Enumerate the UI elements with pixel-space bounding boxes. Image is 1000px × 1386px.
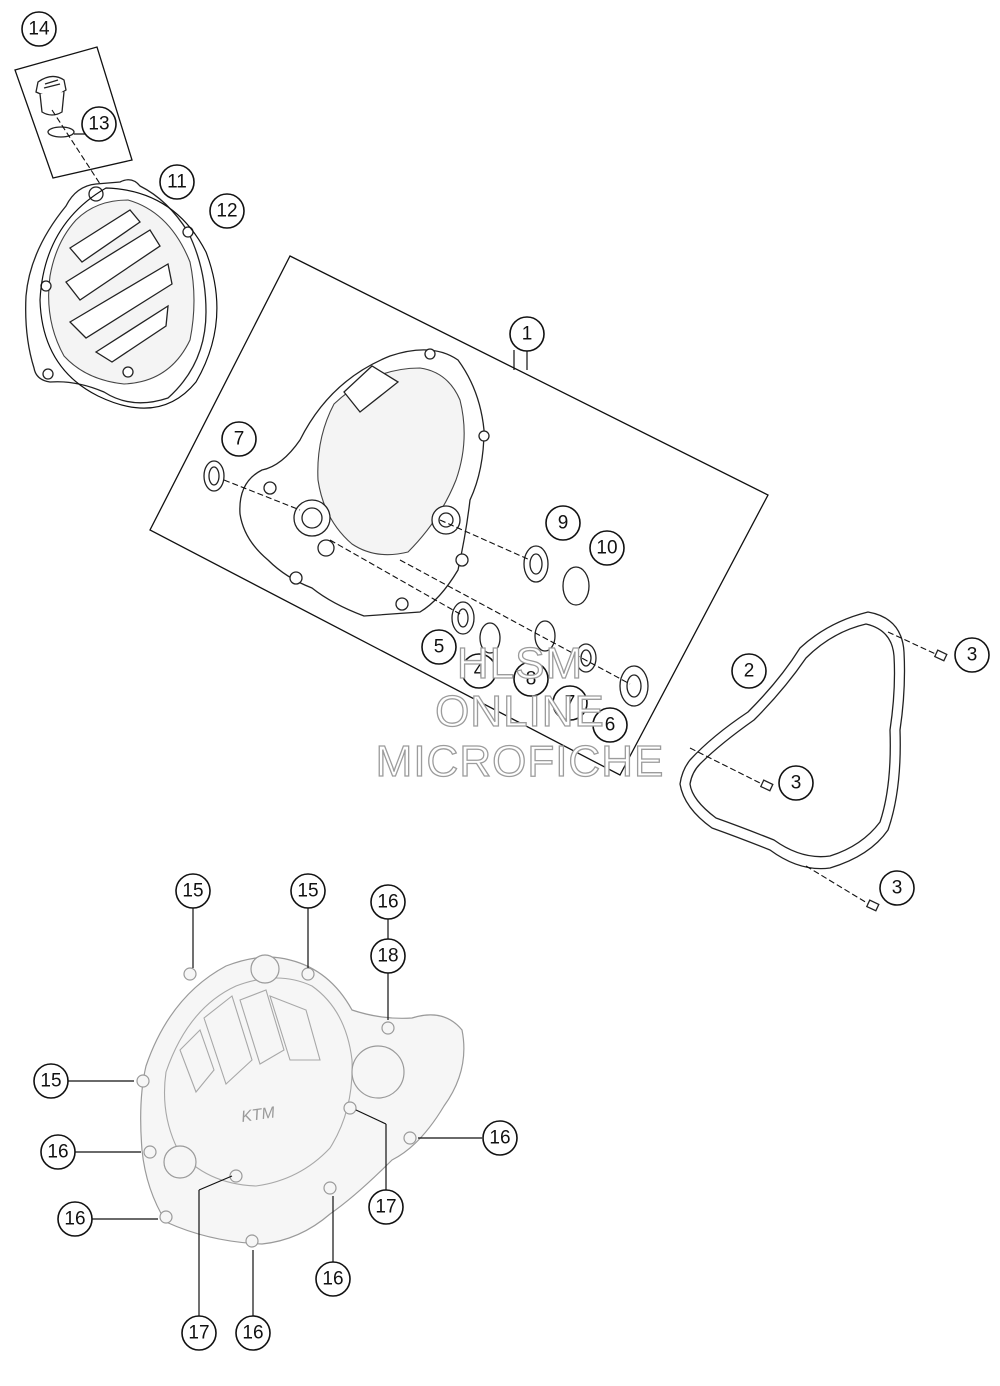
svg-text:16: 16 <box>489 1128 510 1149</box>
callout-8[interactable]: 8 <box>513 661 549 697</box>
leader-lines <box>68 133 515 1316</box>
svg-text:15: 15 <box>297 881 318 902</box>
svg-text:13: 13 <box>88 114 109 135</box>
callout-13[interactable]: 13 <box>81 106 117 142</box>
svg-text:15: 15 <box>182 881 203 902</box>
seal-ring-12[interactable] <box>39 187 218 409</box>
watermark: HLSM ONLINE MICROFICHE <box>375 638 665 786</box>
svg-text:7: 7 <box>565 693 576 714</box>
svg-text:18: 18 <box>377 946 398 967</box>
circlip-8[interactable] <box>534 620 556 652</box>
svg-text:5: 5 <box>434 637 445 658</box>
callout-16e[interactable]: 16 <box>315 1261 351 1297</box>
callout-16c[interactable]: 16 <box>482 1120 518 1156</box>
svg-text:16: 16 <box>64 1209 85 1230</box>
svg-text:4: 4 <box>474 661 485 682</box>
callout-3a[interactable]: 3 <box>954 637 990 673</box>
seal-5[interactable] <box>451 601 475 635</box>
o-ring-13[interactable] <box>47 126 75 138</box>
svg-text:17: 17 <box>375 1197 396 1218</box>
svg-text:15: 15 <box>40 1071 61 1092</box>
oil-plug[interactable] <box>35 75 67 116</box>
callout-3b[interactable]: 3 <box>778 765 814 801</box>
bearing-9[interactable] <box>523 545 549 583</box>
svg-text:16: 16 <box>322 1269 343 1290</box>
svg-text:17: 17 <box>188 1323 209 1344</box>
svg-text:16: 16 <box>242 1323 263 1344</box>
svg-text:3: 3 <box>892 878 903 899</box>
callout-10[interactable]: 10 <box>589 530 625 566</box>
svg-text:7: 7 <box>234 429 245 450</box>
callout-12[interactable]: 12 <box>209 193 245 229</box>
callout-7b[interactable]: 7 <box>552 685 588 721</box>
svg-text:6: 6 <box>605 715 616 736</box>
callout-11[interactable]: 11 <box>159 164 195 200</box>
callout-14[interactable]: 14 <box>21 11 57 47</box>
callout-7a[interactable]: 7 <box>221 421 257 457</box>
dowel-pin-3c[interactable] <box>805 865 880 912</box>
svg-text:12: 12 <box>216 201 237 222</box>
shaft-seal-7a[interactable] <box>203 460 225 492</box>
callout-15b[interactable]: 15 <box>290 873 326 909</box>
oil-plug-group <box>14 46 133 191</box>
callout-15a[interactable]: 15 <box>175 873 211 909</box>
svg-text:3: 3 <box>791 773 802 794</box>
svg-text:10: 10 <box>596 538 617 559</box>
circlip-10[interactable] <box>562 566 590 606</box>
svg-text:14: 14 <box>28 19 50 40</box>
svg-text:1: 1 <box>522 324 533 345</box>
svg-text:9: 9 <box>558 513 569 534</box>
watermark-line3: MICROFICHE <box>376 737 665 786</box>
svg-text:11: 11 <box>167 172 187 193</box>
svg-text:8: 8 <box>526 669 537 690</box>
callout-6[interactable]: 6 <box>592 707 628 743</box>
callout-16b[interactable]: 16 <box>40 1134 76 1170</box>
callout-18[interactable]: 18 <box>370 938 406 974</box>
bearing-6[interactable] <box>619 665 649 707</box>
shaft-seal-7b[interactable] <box>575 643 597 673</box>
svg-text:3: 3 <box>967 645 978 666</box>
callout-17b[interactable]: 17 <box>181 1315 217 1351</box>
watermark-line1: HLSM <box>457 639 583 688</box>
callout-4[interactable]: 4 <box>461 653 497 689</box>
callout-16f[interactable]: 16 <box>235 1315 271 1351</box>
clutch-cover-assembly-frame <box>149 255 769 776</box>
assembled-clutch-cover: KTM <box>136 954 465 1248</box>
svg-text:16: 16 <box>47 1142 68 1163</box>
callout-5[interactable]: 5 <box>421 629 457 665</box>
callout-9[interactable]: 9 <box>545 505 581 541</box>
callout-17a[interactable]: 17 <box>368 1189 404 1225</box>
watermark-line2: ONLINE <box>435 687 605 736</box>
dowel-pin-3b[interactable] <box>689 747 774 792</box>
dowel-pin-3a[interactable] <box>887 631 948 662</box>
svg-text:KTM: KTM <box>240 1104 276 1126</box>
callout-2[interactable]: 2 <box>731 653 767 689</box>
oil-plug-frame <box>14 46 133 179</box>
circlip-4[interactable] <box>479 622 501 654</box>
svg-text:16: 16 <box>377 892 398 913</box>
callout-3c[interactable]: 3 <box>879 870 915 906</box>
clutch-cover-housing[interactable] <box>239 348 490 617</box>
callout-15c[interactable]: 15 <box>33 1063 69 1099</box>
svg-text:2: 2 <box>744 661 755 682</box>
callout-16a[interactable]: 16 <box>370 884 406 920</box>
callout-16d[interactable]: 16 <box>57 1201 93 1237</box>
outer-clutch-cover[interactable] <box>25 179 207 404</box>
callout-1[interactable]: 1 <box>509 316 545 352</box>
